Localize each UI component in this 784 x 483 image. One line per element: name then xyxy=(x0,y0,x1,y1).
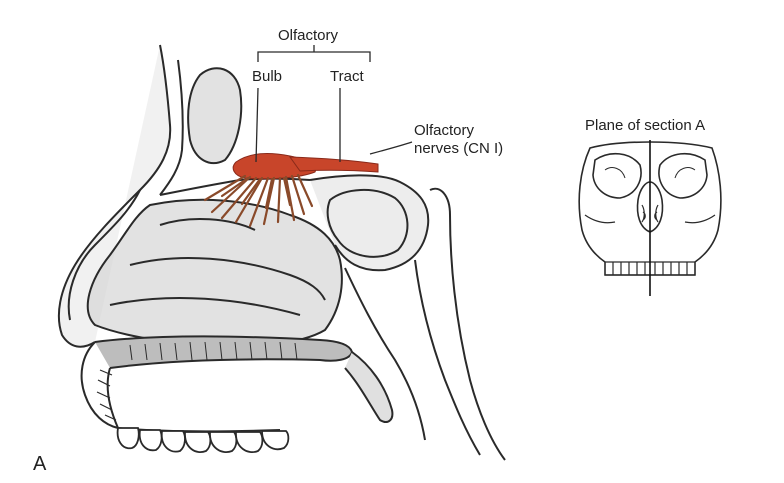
maxilla-front xyxy=(96,369,117,421)
pharyngeal-wall xyxy=(344,267,426,441)
panel-letter: A xyxy=(33,453,47,475)
label-olfactory-nerves-line2: nerves (CN I) xyxy=(414,140,503,157)
inferior-turbinate xyxy=(109,296,301,316)
nasal-cavity-section xyxy=(57,44,506,461)
label-olfactory-bracket xyxy=(255,45,413,163)
orbit-detail xyxy=(604,167,696,179)
frontal-bone-inner xyxy=(159,59,184,196)
upper-lip xyxy=(80,341,119,429)
sphenoid-sinus xyxy=(326,188,409,258)
right-orbit xyxy=(658,152,708,199)
nasal-aperture xyxy=(636,181,664,233)
label-olfactory-nerves-line1: Olfactory xyxy=(414,122,475,139)
label-tract: Tract xyxy=(330,68,364,85)
nasal-septum xyxy=(86,198,343,348)
soft-palate xyxy=(344,351,394,423)
nasal-conchae xyxy=(641,204,659,223)
olfactory-tract xyxy=(289,156,379,173)
clivus-inner xyxy=(414,259,481,456)
skull-outline xyxy=(578,141,722,276)
middle-turbinate xyxy=(129,256,326,301)
superior-turbinate xyxy=(159,217,256,231)
clivus xyxy=(429,187,506,461)
frontal-sinus xyxy=(187,67,243,165)
nasal-bone xyxy=(67,189,141,321)
skull-inset: Plane of section A xyxy=(578,117,722,296)
upper-jaw xyxy=(106,367,281,433)
upper-teeth xyxy=(116,427,290,453)
left-orbit xyxy=(592,152,642,199)
palate-hatch xyxy=(129,341,298,361)
label-plane-of-section: Plane of section A xyxy=(585,117,705,134)
olfactory-nerve-fibers xyxy=(203,173,314,228)
frontal-bone-outline xyxy=(57,44,172,348)
label-olfactory: Olfactory xyxy=(278,27,339,44)
hard-palate xyxy=(94,335,354,369)
cheekbones xyxy=(584,214,716,224)
label-bulb: Bulb xyxy=(252,68,282,85)
